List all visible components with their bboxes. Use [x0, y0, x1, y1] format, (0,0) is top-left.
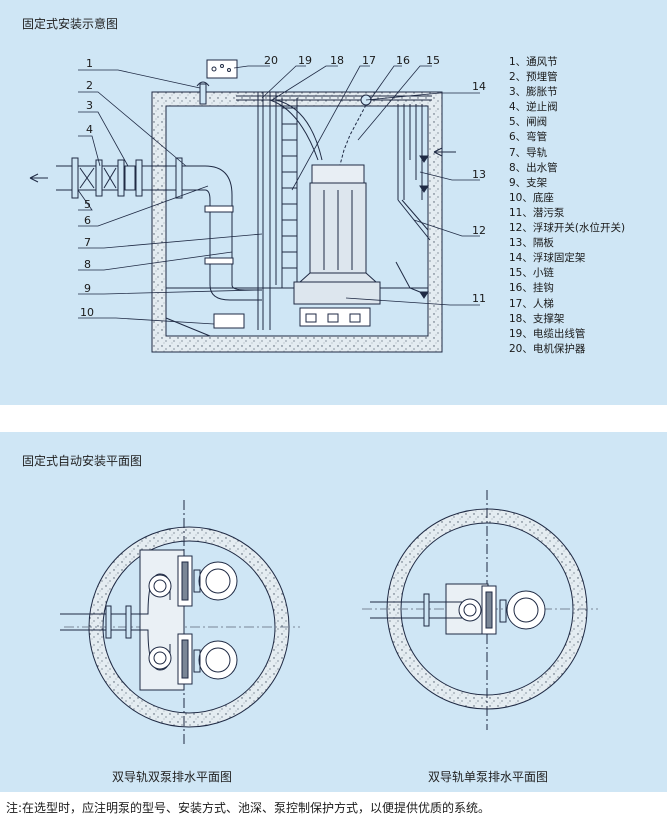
legend-item: 14、浮球固定架 [509, 252, 586, 265]
callout-label: 13 [472, 168, 486, 181]
legend-item: 3、膨胀节 [509, 86, 558, 99]
parts-legend: 1、通风节 2、预埋管 3、膨胀节 4、逆止阀 5、闸阀 6、弯管 7、导轨 8… [509, 55, 625, 357]
callout-label: 19 [298, 54, 312, 67]
legend-item: 1、通风节 [509, 56, 558, 68]
legend-item: 11、潜污泵 [509, 206, 565, 219]
pit-floor-slope [165, 317, 211, 337]
motor-protector [206, 59, 238, 79]
callout-numbers: 1 2 3 4 5 6 7 8 9 10 11 12 13 14 15 16 1… [80, 54, 486, 319]
callout-label: 7 [84, 236, 91, 249]
legend-item: 9、支架 [509, 176, 548, 189]
callout-label: 15 [426, 54, 440, 67]
submersible-pump [293, 164, 381, 305]
legend-item: 6、弯管 [509, 131, 548, 144]
callout-label: 3 [86, 99, 93, 112]
callout-label: 9 [84, 282, 91, 295]
legend-item: 7、导轨 [509, 146, 548, 159]
legend-item: 4、逆止阀 [509, 101, 558, 114]
vent-pipe [199, 83, 207, 105]
legend-item: 8、出水管 [509, 161, 558, 174]
selection-note: 注:在选型时，应注明泵的型号、安装方式、池深、泵控制保护方式，以便提供优质的系统… [6, 801, 491, 815]
caption-single-pump: 双导轨单泵排水平面图 [428, 770, 549, 784]
callout-label: 8 [84, 258, 91, 271]
callout-label: 10 [80, 306, 94, 319]
legend-item: 16、挂钩 [509, 282, 554, 295]
callout-label: 17 [362, 54, 376, 67]
callout-label: 14 [472, 80, 486, 93]
inlet-arrow [433, 147, 456, 157]
callout-label: 16 [396, 54, 410, 67]
callout-label: 12 [472, 224, 486, 237]
callout-label: 4 [86, 123, 93, 136]
legend-item: 12、浮球开关(水位开关) [509, 222, 626, 235]
callout-label: 11 [472, 292, 486, 305]
small-chain [339, 104, 367, 166]
gate-valve [79, 167, 95, 189]
expansion-joint [124, 165, 136, 191]
legend-item: 15、小链 [509, 267, 554, 280]
callout-label: 18 [330, 54, 344, 67]
legend-item: 17、人梯 [509, 297, 554, 310]
panel-title: 固定式安装示意图 [22, 17, 119, 31]
legend-item: 5、闸阀 [509, 116, 548, 129]
legend-item: 13、隔板 [509, 237, 554, 250]
double-pump-plan [60, 500, 300, 745]
legend-item: 19、电缆出线管 [509, 327, 586, 340]
callout-label: 2 [86, 79, 93, 92]
legend-item: 2、预埋管 [509, 71, 558, 84]
legend-item: 20、电机保护器 [509, 342, 586, 355]
callout-label: 20 [264, 54, 278, 67]
ladder [281, 98, 298, 288]
single-pump-plan [362, 490, 598, 730]
legend-item: 10、底座 [509, 191, 554, 204]
pipe-bracket [204, 205, 234, 213]
panel-title: 固定式自动安装平面图 [22, 454, 143, 468]
check-valve [103, 167, 117, 189]
flange [71, 157, 79, 199]
callout-label: 1 [86, 57, 93, 70]
callout-leaders [77, 65, 480, 325]
callout-label: 6 [84, 214, 91, 227]
caption-double-pump: 双导轨双泵排水平面图 [112, 770, 233, 784]
discharge-arrow [29, 173, 48, 183]
legend-item: 18、支撑架 [509, 312, 565, 325]
callout-label: 5 [84, 198, 91, 211]
